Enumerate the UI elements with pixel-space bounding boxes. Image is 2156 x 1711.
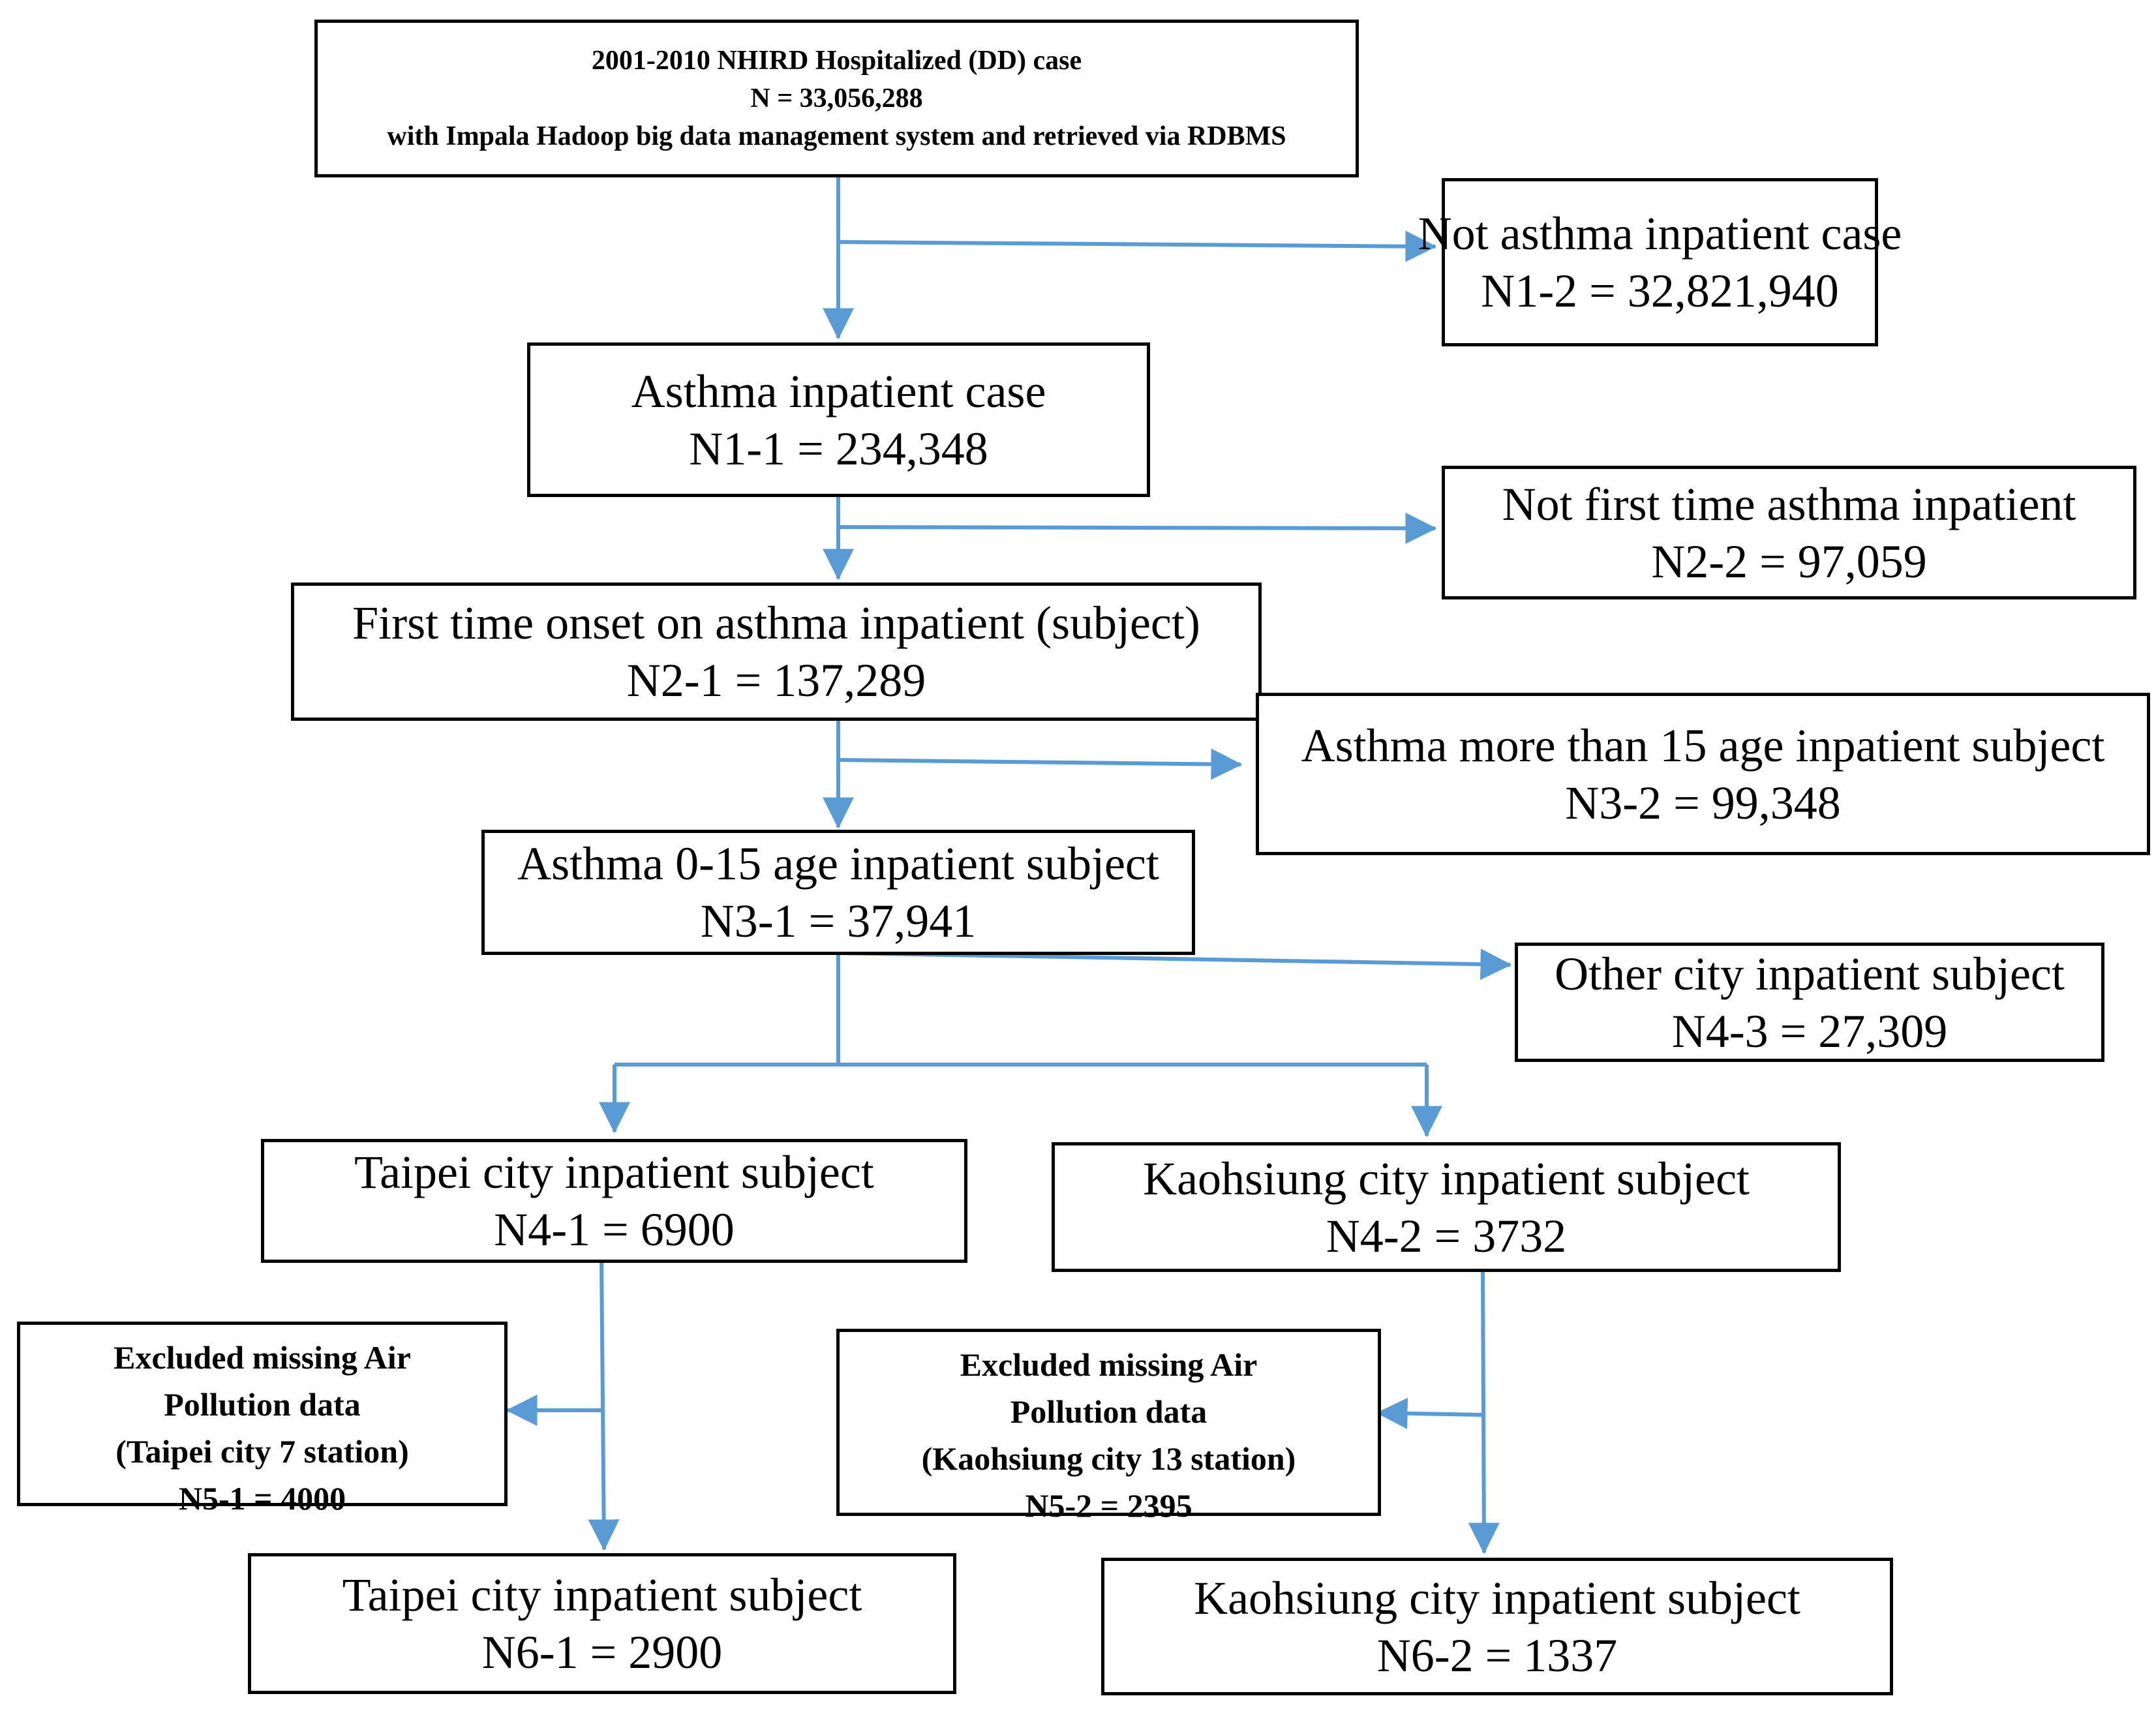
not-asthma-label: Not asthma inpatient case [1418, 207, 1902, 260]
kaohsiung-label: Kaohsiung city inpatient subject [1143, 1152, 1750, 1205]
arrow-to-not-first [838, 512, 1437, 544]
not-asthma-box: Not asthma inpatient case N1-2 = 32,821,… [1418, 178, 1902, 346]
age0-15-box: Asthma 0-15 age inpatient subject N3-1 =… [481, 830, 1195, 955]
excl-kaohsiung-box: Excluded missing Air Pollution data (Kao… [836, 1329, 1381, 1524]
taipei-count: N4-1 = 6900 [494, 1204, 735, 1256]
other-city-label: Other city inpatient subject [1555, 947, 2065, 1000]
excl-taipei-count: N5-1 = 4000 [178, 1480, 346, 1517]
first-time-label: First time onset on asthma inpatient (su… [352, 597, 1200, 649]
over15-box: Asthma more than 15 age inpatient subjec… [1256, 693, 2150, 855]
source-count: N = 33,056,288 [750, 83, 923, 114]
arrow-taipei-to-final [588, 1260, 620, 1551]
asthma-box: Asthma inpatient case N1-1 = 234,348 [527, 342, 1150, 497]
excl-kaohsiung-count: N5-2 = 2395 [1025, 1487, 1192, 1524]
arrow-kaohsiung-to-final [1468, 1269, 1500, 1554]
taipei-box: Taipei city inpatient subject N4-1 = 690… [261, 1139, 967, 1263]
not-first-label: Not first time asthma inpatient [1502, 477, 2076, 530]
excl-taipei-line1: Excluded missing Air [114, 1339, 411, 1376]
excl-kaohsiung-line2: Pollution data [1010, 1393, 1207, 1430]
first-time-box: First time onset on asthma inpatient (su… [291, 583, 1262, 721]
age0-15-count: N3-1 = 37,941 [700, 895, 977, 947]
excl-taipei-box: Excluded missing Air Pollution data (Tai… [17, 1322, 508, 1517]
kaohsiung-box: Kaohsiung city inpatient subject N4-2 = … [1052, 1142, 1841, 1272]
over15-label: Asthma more than 15 age inpatient subjec… [1301, 719, 2105, 772]
excl-taipei-station: (Taipei city 7 station) [115, 1433, 409, 1470]
taipei-final-label: Taipei city inpatient subject [342, 1569, 862, 1621]
excl-taipei-line2: Pollution data [164, 1386, 361, 1423]
source-title: 2001-2010 NHIRD Hospitalized (DD) case [591, 46, 1082, 76]
arrow-to-other-city [838, 948, 1512, 980]
arrow-to-excl-kaohsiung [1376, 1397, 1483, 1429]
asthma-label: Asthma inpatient case [631, 365, 1046, 417]
not-first-box: Not first time asthma inpatient N2-2 = 9… [1442, 466, 2136, 599]
kaohsiung-final-box: Kaohsiung city inpatient subject N6-2 = … [1101, 1558, 1893, 1695]
taipei-final-count: N6-1 = 2900 [481, 1626, 723, 1678]
source-box: 2001-2010 NHIRD Hospitalized (DD) case N… [314, 20, 1359, 177]
taipei-final-box: Taipei city inpatient subject N6-1 = 290… [248, 1553, 956, 1694]
first-time-count: N2-1 = 137,289 [626, 654, 926, 706]
arrow-to-not-asthma [838, 230, 1437, 262]
over15-count: N3-2 = 99,348 [1565, 776, 1841, 829]
kaohsiung-final-label: Kaohsiung city inpatient subject [1194, 1571, 1800, 1624]
taipei-label: Taipei city inpatient subject [354, 1146, 874, 1198]
asthma-count: N1-1 = 234,348 [689, 422, 988, 475]
arrow-to-over15 [838, 748, 1243, 780]
kaohsiung-count: N4-2 = 3732 [1326, 1209, 1567, 1262]
age0-15-label: Asthma 0-15 age inpatient subject [517, 838, 1159, 890]
not-asthma-count: N1-2 = 32,821,940 [1481, 265, 1839, 317]
excl-kaohsiung-station: (Kaohsiung city 13 station) [921, 1440, 1296, 1477]
source-method: with Impala Hadoop big data management s… [387, 121, 1286, 151]
excl-kaohsiung-line1: Excluded missing Air [960, 1346, 1258, 1383]
kaohsiung-final-count: N6-2 = 1337 [1376, 1629, 1618, 1682]
not-first-count: N2-2 = 97,059 [1651, 535, 1927, 588]
other-city-box: Other city inpatient subject N4-3 = 27,3… [1515, 943, 2104, 1062]
other-city-count: N4-3 = 27,309 [1671, 1005, 1948, 1057]
